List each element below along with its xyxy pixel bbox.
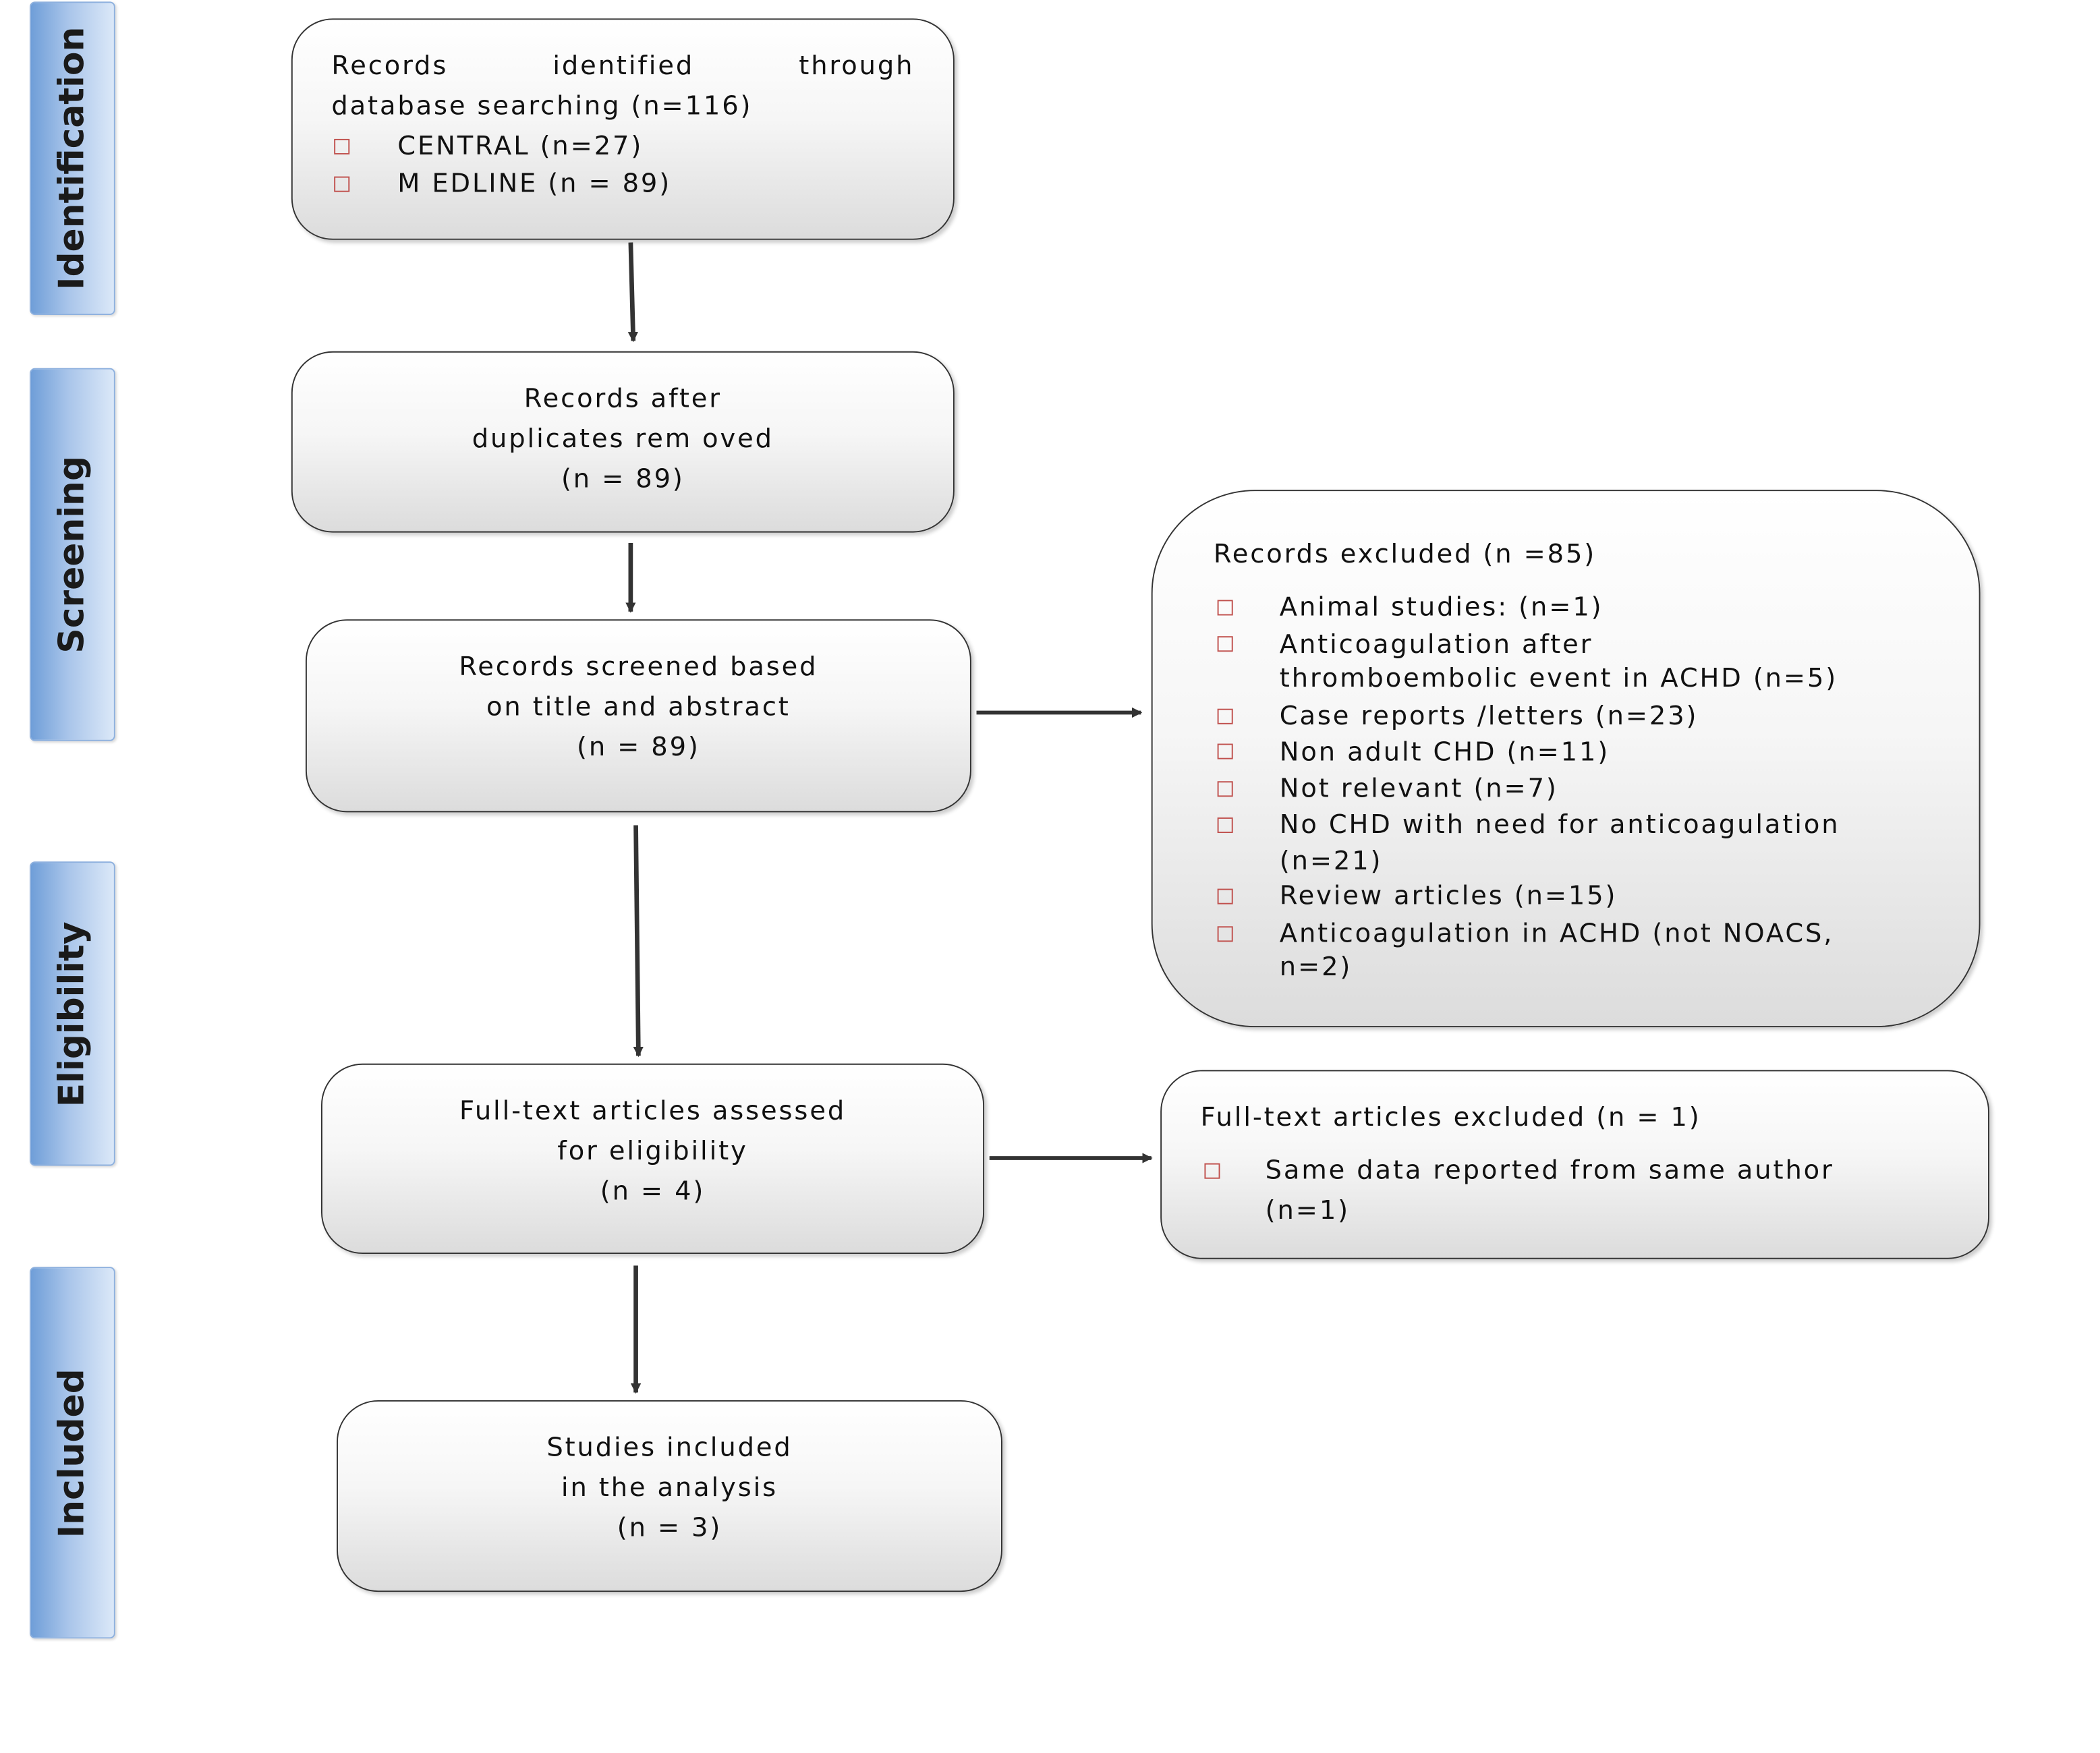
phase-included: Included <box>30 1267 115 1639</box>
records-excluded-box: Records excluded (n =85) Animal studies:… <box>1151 490 1981 1028</box>
prisma-flow-diagram: Identification Screening Eligibility Inc… <box>30 1 2061 1724</box>
arrow-down <box>633 825 644 1058</box>
exclusion-reason: No CHD with need for anticoagulation <box>1279 808 1840 840</box>
fulltext-line: for eligibility <box>557 1134 748 1166</box>
fulltext-excluded-title: Full-text articles excluded (n = 1) <box>1200 1101 1701 1132</box>
screened-line: on title and abstract <box>486 690 791 722</box>
exclusion-reason: Not relevant (n=7) <box>1279 772 1558 803</box>
phase-eligibility: Eligibility <box>30 861 115 1166</box>
records-identified-line1: Records identified through <box>331 49 915 81</box>
exclusion-reason-cont: (n=21) <box>1279 844 1383 876</box>
included-line: Studies included <box>546 1431 793 1463</box>
duplicates-line: Records after <box>523 382 722 413</box>
checkbox-icon <box>1204 1163 1220 1179</box>
checkbox-icon <box>1217 817 1233 834</box>
checkbox-icon <box>1217 708 1233 724</box>
duplicates-line: duplicates rem oved <box>472 422 774 454</box>
exclusion-reason: Review articles (n=15) <box>1279 880 1618 911</box>
exclusion-reason: Anticoagulation in ACHD (not NOACS, <box>1279 917 1834 948</box>
fulltext-excluded-box: Full-text articles excluded (n = 1) Same… <box>1160 1070 1989 1259</box>
exclusion-reason-cont: n=2) <box>1279 950 1353 982</box>
fulltext-exclusion-reason: Same data reported from same author <box>1265 1154 1834 1186</box>
fulltext-line: Full-text articles assessed <box>459 1094 847 1126</box>
screened-count: (n = 89) <box>576 730 700 762</box>
checkbox-icon <box>1217 636 1233 652</box>
fulltext-exclusion-reason-cont: (n=1) <box>1265 1194 1350 1226</box>
flow-arrows <box>625 242 1153 1394</box>
phase-identification: Identification <box>30 1 115 316</box>
duplicates-removed-box: Records after duplicates rem oved (n = 8… <box>291 351 955 533</box>
included-line: in the analysis <box>561 1471 778 1503</box>
studies-included-box: Studies included in the analysis (n = 3) <box>337 1400 1002 1592</box>
fulltext-count: (n = 4) <box>600 1174 706 1206</box>
duplicates-count: (n = 89) <box>561 462 685 494</box>
exclusion-reason-cont: thromboembolic event in ACHD (n=5) <box>1279 662 1838 693</box>
checkbox-icon <box>334 138 350 154</box>
source-central: CENTRAL (n=27) <box>397 130 644 161</box>
checkbox-icon <box>1217 600 1233 616</box>
exclusion-reason: Animal studies: (n=1) <box>1279 591 1604 623</box>
exclusion-reason: Non adult CHD (n=11) <box>1279 736 1610 768</box>
checkbox-icon <box>1217 743 1233 759</box>
checkbox-icon <box>334 176 350 192</box>
included-count: (n = 3) <box>617 1512 722 1543</box>
screened-line: Records screened based <box>459 650 818 682</box>
checkbox-icon <box>1217 926 1233 942</box>
arrow-down <box>627 242 639 343</box>
source-medline: M EDLINE (n = 89) <box>397 167 672 199</box>
exclusion-reason: Case reports /letters (n=23) <box>1279 699 1699 731</box>
records-excluded-title: Records excluded (n =85) <box>1213 538 1597 569</box>
records-identified-box: Records identified through database sear… <box>291 18 955 240</box>
checkbox-icon <box>1217 781 1233 797</box>
phase-screening: Screening <box>30 368 115 741</box>
exclusion-reason: Anticoagulation after <box>1279 628 1593 660</box>
records-screened-box: Records screened based on title and abst… <box>305 619 971 813</box>
checkbox-icon <box>1217 888 1233 904</box>
records-identified-line2: database searching (n=116) <box>331 89 753 121</box>
fulltext-assessed-box: Full-text articles assessed for eligibil… <box>321 1063 985 1255</box>
